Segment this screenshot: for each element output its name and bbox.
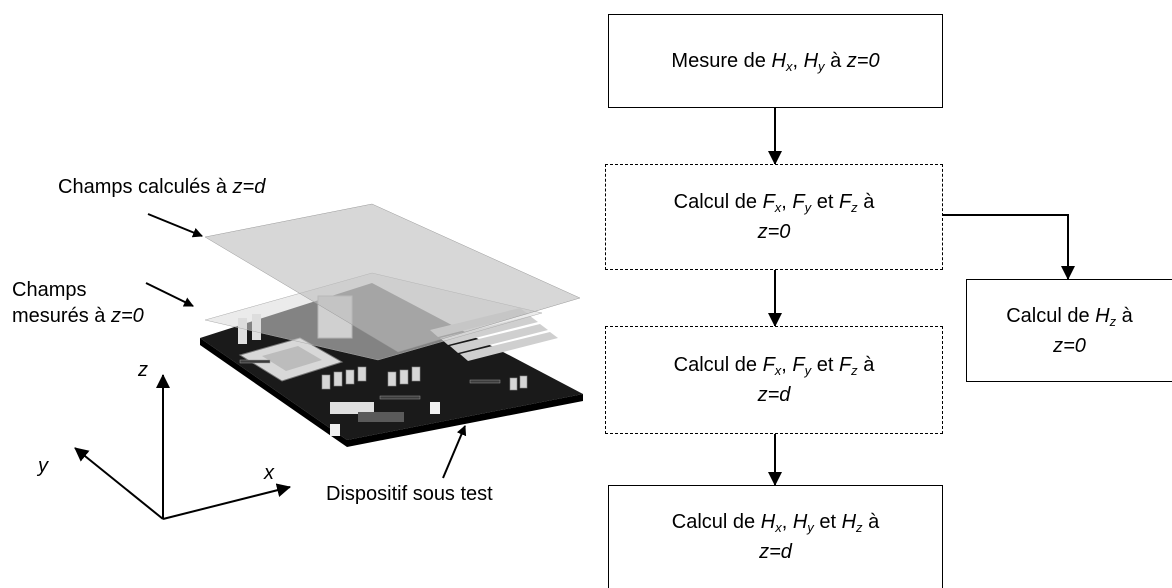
x-axis (162, 483, 291, 520)
measured-fields-label-line2: mesurés à z=0 (12, 305, 144, 327)
memory-slot-3 (450, 324, 548, 353)
axis-y-label: y (38, 455, 48, 477)
board-edge-front (200, 338, 347, 447)
jumper-block (330, 424, 340, 436)
device-under-test-label: Dispositif sous test (326, 483, 493, 505)
slot-strip (330, 402, 374, 414)
calc-plane-pointer-arrow (147, 213, 203, 238)
connector-1 (238, 318, 247, 344)
memory-slot-2 (440, 316, 538, 345)
jumper-block-2 (430, 402, 440, 414)
device-pointer-arrow (442, 425, 467, 479)
calculated-field-plane (204, 203, 581, 353)
cpu-chip (262, 346, 322, 371)
y-axis (74, 447, 164, 520)
axes (74, 374, 291, 520)
calculated-fields-label: Champs calculés à z=d (58, 176, 266, 198)
axis-z-label: z (138, 359, 148, 381)
flow-box-measure-h: Mesure de Hx, Hy à z=0 (608, 14, 943, 108)
bios-chip (358, 412, 404, 422)
measured-fields-label-line1: Champs (12, 279, 87, 301)
flow-box-measure-h-text: Mesure de Hx, Hy à z=0 (671, 50, 880, 74)
meas-plane-pointer-arrow (145, 282, 194, 307)
capacitors (321, 366, 528, 391)
pcb-traces (239, 359, 501, 400)
axis-x-label: x (264, 462, 274, 484)
arrow-box2-to-side-box (943, 214, 1075, 280)
flow-arrows (768, 108, 1075, 486)
board-edge-side (347, 394, 583, 447)
memory-slot-4 (460, 332, 558, 361)
